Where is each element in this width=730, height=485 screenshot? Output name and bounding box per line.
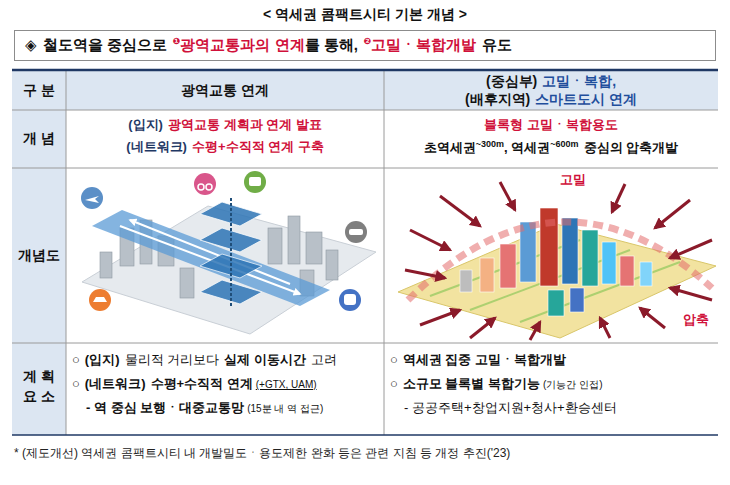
table-top-rule: [12, 69, 718, 72]
cell-text-run: (입지) 광역교통 계획과 연계 발표: [128, 117, 322, 133]
band-text: 철도역을 중심으로: [43, 36, 167, 53]
table-cell-text: 광역교통 연계: [181, 82, 269, 98]
table-grid: [12, 70, 718, 435]
table-cell-line: 구 분: [12, 82, 66, 100]
table-cell-line: - 역 중심 보행ㆍ대중교통망(15분 내 역 접근): [86, 400, 380, 416]
table-cell-text: (+GTX, UAM): [256, 379, 317, 390]
band-text: 를 통해,: [305, 36, 358, 53]
table-cell-line: 고밀: [548, 172, 598, 188]
table-cell-text: 구 분: [23, 82, 55, 98]
table-cell-text: (배후지역): [465, 91, 530, 107]
cell-text-run: 개 념: [23, 130, 55, 148]
table-cell-line: (네트워크) 수평+수직적 연계 구축: [66, 139, 384, 155]
table-cell-line: 개념도: [12, 247, 66, 265]
table-cell-text: 수평+수직적 연계: [151, 376, 253, 391]
band-text: ◈: [25, 36, 37, 53]
band-text: 광역교통과의 연계: [180, 36, 304, 53]
table-cell-line: 광역교통 연계: [66, 82, 384, 100]
band-text: ❷: [364, 36, 372, 46]
table-cell-text: ○: [72, 376, 80, 391]
table-cell-text: 수평+수직적 연계 구축: [192, 139, 324, 154]
table-cell-text: 계 획 요 소: [23, 368, 55, 404]
table-cell-line: ○ 역세권 집중 고밀ㆍ복합개발: [390, 352, 714, 368]
table-cell-text: 개념도: [18, 247, 60, 263]
transit-illustration: [81, 171, 376, 334]
cell-text-run: ○ (입지) 물리적 거리보다 실제 이동시간 고려: [72, 352, 337, 368]
table-cell-text: 고밀: [560, 172, 586, 187]
cell-text-run: ○ 소규모 블록별 복합기능(기능간 인접): [390, 376, 603, 392]
band-text: 유도: [482, 36, 512, 53]
table-cell-text: , 역세권: [504, 140, 550, 155]
table-cell-text: 중심의 압축개발: [584, 140, 679, 155]
table-cell-text: (기능간 인접): [543, 379, 602, 390]
row-heading: 계 획 요 소: [19, 367, 59, 406]
table-cell-text: (네트워크): [85, 376, 146, 391]
table-cell-text: ~600m: [550, 139, 578, 149]
cell-text-run: 광역교통 연계: [181, 82, 269, 100]
cell-text-run: ○ (네트워크) 수평+수직적 연계(+GTX, UAM): [72, 376, 317, 392]
table-cell-text: 초역세권: [424, 140, 476, 155]
cell-text-run: 고밀: [560, 172, 586, 188]
first-column: [12, 110, 66, 435]
table-cell-text: 실제 이동시간: [224, 352, 306, 367]
table-cell-text: - 공공주택+창업지원+청사+환승센터: [404, 400, 617, 415]
table-cell-line: ○ 소규모 블록별 복합기능(기능간 인접): [390, 376, 714, 392]
table-cell-text: ○: [72, 352, 80, 367]
table-cell-line: 초역세권~300m, 역세권~600m 중심의 압축개발: [384, 139, 718, 157]
table-cell-text: 개 념: [23, 130, 55, 146]
table-cell-line: ○ (네트워크) 수평+수직적 연계(+GTX, UAM): [72, 376, 380, 392]
cell-text-run: ○ 역세권 집중 고밀ㆍ복합개발: [390, 352, 566, 368]
table-cell-text: 고려: [311, 352, 337, 367]
table-cell-text: (입지): [85, 352, 120, 367]
caption: * (제도개선) 역세권 콤팩트시티 내 개발밀도ㆍ용도제한 완화 등은 관련 …: [14, 445, 718, 462]
table-cell-text: (중심부): [486, 73, 537, 89]
table-cell-text: ○: [390, 352, 398, 367]
cell-text-run: (배후지역) 스마트도시 연계: [465, 91, 637, 109]
table-cell-line: - 공공주택+창업지원+청사+환승센터: [404, 400, 714, 416]
cell-text-run: 구 분: [23, 82, 55, 100]
cell-text-run: (중심부) 고밀ㆍ복합,: [486, 73, 616, 91]
table-cell-line: 개 념: [12, 130, 66, 148]
table-cell-line: 압축: [676, 312, 716, 328]
table-cell-text: (입지): [128, 117, 163, 132]
diagram-title: < 역세권 콤팩트시티 기본 개념 >: [0, 6, 730, 24]
table-cell-text: 고밀ㆍ복합,: [542, 73, 616, 89]
cell-text-run: - 공공주택+창업지원+청사+환승센터: [404, 400, 617, 416]
summary-band: ◈ 철도역을 중심으로 ❶광역교통과의 연계를 통해, ❷고밀ㆍ복합개발 유도: [14, 30, 716, 61]
compact-city-illustration: [398, 182, 716, 340]
table-cell-text: - 역 중심 보행ㆍ대중교통망: [86, 400, 244, 415]
band-text: ❶: [173, 36, 181, 46]
table-cell-line: (중심부) 고밀ㆍ복합,: [384, 73, 718, 91]
table-cell-text: (15분 내 역 접근): [247, 403, 323, 414]
table-cell-text: ~300m: [476, 139, 504, 149]
table-cell-line: ○ (입지) 물리적 거리보다 실제 이동시간 고려: [72, 352, 380, 368]
cell-text-run: (네트워크) 수평+수직적 연계 구축: [126, 139, 324, 155]
band-text: 고밀ㆍ복합개발: [371, 36, 476, 53]
table-cell-text: 역세권 집중 고밀ㆍ복합개발: [403, 352, 566, 367]
table-cell-text: 물리적 거리보다: [125, 352, 220, 367]
table-cell-text: 스마트도시 연계: [535, 91, 637, 107]
table-cell-text: ○: [390, 376, 398, 391]
cell-text-run: 블록형 고밀ㆍ복합용도: [484, 117, 618, 133]
cell-text-run: - 역 중심 보행ㆍ대중교통망(15분 내 역 접근): [86, 400, 323, 416]
table-cell-line: (배후지역) 스마트도시 연계: [384, 91, 718, 109]
cell-text-run: 압축: [683, 312, 709, 328]
table-cell-line: (입지) 광역교통 계획과 연계 발표: [66, 117, 384, 133]
table-cell-text: 블록형 고밀ㆍ복합용도: [484, 117, 618, 132]
table-cell-line: 블록형 고밀ㆍ복합용도: [384, 117, 718, 133]
table-cell-text: 소규모 블록별 복합기능: [403, 376, 540, 391]
cell-text-run: 초역세권~300m, 역세권~600m 중심의 압축개발: [424, 139, 678, 157]
table-cell-text: (네트워크): [126, 139, 187, 154]
header-row: [12, 70, 718, 110]
cell-text-run: 개념도: [18, 247, 60, 265]
table-cell-text: 광역교통 계획과 연계 발표: [168, 117, 322, 132]
table-bottom-rule: [12, 434, 718, 436]
table-cell-text: 압축: [683, 312, 709, 327]
